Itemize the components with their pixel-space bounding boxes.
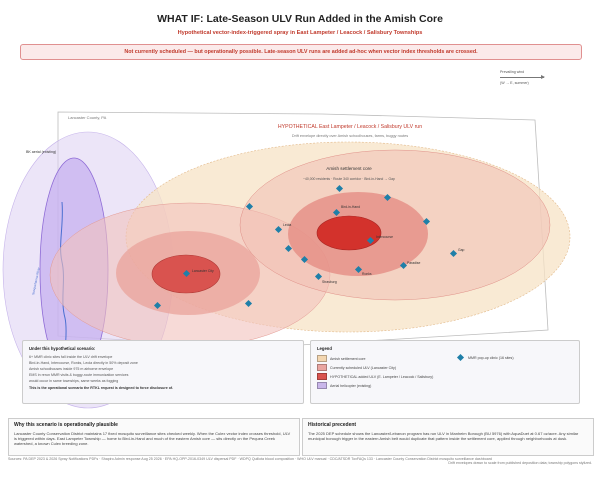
mmr-clinic-site bbox=[244, 299, 253, 308]
legend-label: Aerial helicopter (existing) bbox=[330, 383, 372, 388]
mmr-clinic-site bbox=[366, 236, 375, 245]
mmr-clinic-site bbox=[274, 225, 283, 234]
legend-label: HYPOTHETICAL added ULV (E. Lampeter / Le… bbox=[330, 374, 434, 379]
river-label: Susquehanna River bbox=[31, 266, 41, 295]
scenario-line: EMS in rerun MMR visits & buggy-route im… bbox=[29, 373, 129, 377]
place-label: Intercourse bbox=[376, 235, 393, 239]
sources-left: Sources: PA DEP 2023 & 2026 Spray Notifi… bbox=[8, 457, 492, 461]
mmr-clinic-site bbox=[335, 184, 344, 193]
scenario-line: would occur in same townships, same week… bbox=[29, 379, 119, 383]
legend-swatch bbox=[317, 355, 327, 362]
warning-banner: Not currently scheduled — but operationa… bbox=[20, 44, 582, 60]
mmr-clinic-site bbox=[422, 217, 431, 226]
legend-panel: Legend Amish settlement core Currently s… bbox=[310, 340, 580, 404]
sources-right: Drift envelopes drawn to scale from publ… bbox=[448, 461, 592, 465]
why-panel: Why this scenario is operationally plaus… bbox=[8, 418, 300, 456]
legend-swatch bbox=[317, 364, 327, 371]
mmr-clinic-site bbox=[332, 208, 341, 217]
settlement-sub: ~40,000 residents · Route 340 corridor ·… bbox=[303, 177, 395, 181]
place-label: Strasburg bbox=[322, 280, 337, 284]
place-label: Lancaster City bbox=[192, 269, 214, 273]
scenario-line: Amish schoolhouses inside 975 m airborne… bbox=[29, 367, 114, 371]
wind-label: Prevailing wind bbox=[500, 70, 525, 74]
page-subtitle: Hypothetical vector-index-triggered spra… bbox=[177, 30, 423, 36]
wind-arrow-icon bbox=[500, 75, 545, 79]
hypo-ulv-core bbox=[316, 215, 382, 251]
legend-label: Amish settlement core bbox=[330, 356, 366, 361]
wind-note: (W → E, summer) bbox=[500, 81, 529, 85]
mmr-clinic-site bbox=[284, 244, 293, 253]
sources-footer: Sources: PA DEP 2023 & 2026 Spray Notifi… bbox=[8, 457, 592, 465]
scenario-line: 6+ MMR clinic sites fall inside the ULV … bbox=[29, 355, 113, 359]
mmr-clinic-site bbox=[383, 193, 392, 202]
legend-item: Amish settlement core bbox=[317, 355, 366, 362]
scenario-line: Bird-in-Hand, Intercourse, Ronks, Leola … bbox=[29, 361, 138, 365]
aerial-label: BK aerial (existing) bbox=[26, 150, 56, 154]
settlement-label: Amish settlement core bbox=[326, 166, 372, 171]
precedent-heading: Historical precedent bbox=[308, 422, 357, 428]
mmr-clinic-site bbox=[153, 301, 162, 310]
mmr-clinic-site bbox=[399, 261, 408, 270]
place-label: Leola bbox=[283, 223, 291, 227]
legend-label: MMR pop-up clinic (16 sites) bbox=[468, 355, 514, 360]
legend-item: Currently scheduled ULV (Lancaster City) bbox=[317, 364, 396, 371]
mmr-clinic-site bbox=[182, 269, 191, 278]
why-text: Lancaster County Conservation District m… bbox=[14, 431, 291, 447]
place-label: Ronks bbox=[362, 272, 372, 276]
wind-indicator: Prevailing wind (W → E, summer) bbox=[500, 70, 545, 85]
legend-swatch bbox=[317, 373, 327, 380]
legend-label: Currently scheduled ULV (Lancaster City) bbox=[330, 365, 397, 370]
diamond-icon bbox=[456, 353, 465, 362]
legend-heading: Legend bbox=[317, 346, 332, 351]
hypo-ulv-subtitle: Drift envelope directly over Amish schoo… bbox=[292, 134, 408, 138]
county-label: Lancaster County, PA bbox=[68, 115, 107, 120]
mmr-clinic-site bbox=[314, 272, 323, 281]
scenario-conclusion: This is the operational scenario the RTK… bbox=[29, 386, 174, 390]
page-title: WHAT IF: Late-Season ULV Run Added in th… bbox=[157, 13, 443, 25]
scenario-panel: Under this hypothetical scenario: 6+ MMR… bbox=[22, 340, 304, 404]
place-label: Gap bbox=[458, 248, 465, 252]
why-heading: Why this scenario is operationally plaus… bbox=[14, 422, 118, 428]
mmr-clinic-site bbox=[354, 265, 363, 274]
precedent-text: The 2025 DEP schedule shows the Lancaste… bbox=[308, 431, 579, 442]
legend-item: HYPOTHETICAL added ULV (E. Lampeter / Le… bbox=[317, 373, 433, 380]
place-label: Bird-in-Hand bbox=[341, 205, 360, 209]
legend-swatch bbox=[317, 382, 327, 389]
place-label: Paradise bbox=[407, 261, 420, 265]
mmr-clinic-sites bbox=[153, 184, 458, 310]
legend-item: Aerial helicopter (existing) bbox=[317, 382, 371, 389]
mmr-clinic-site bbox=[449, 249, 458, 258]
hypo-ulv-title: HYPOTHETICAL East Lampeter / Leacock / S… bbox=[278, 124, 422, 130]
legend-item: MMR pop-up clinic (16 sites) bbox=[456, 353, 514, 362]
mmr-clinic-site bbox=[300, 255, 309, 264]
mmr-clinic-site bbox=[245, 202, 254, 211]
precedent-panel: Historical precedent The 2025 DEP schedu… bbox=[302, 418, 594, 456]
scenario-heading: Under this hypothetical scenario: bbox=[29, 346, 96, 351]
